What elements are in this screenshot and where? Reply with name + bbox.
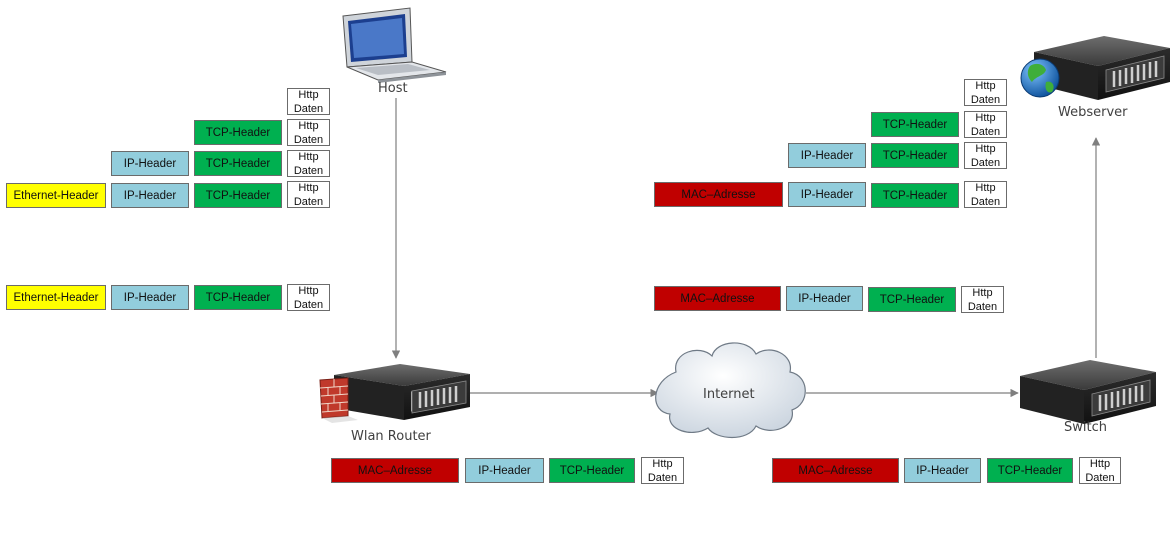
webserver-icon — [1020, 36, 1170, 100]
tcp-header-box: TCP-Header — [549, 458, 635, 483]
ip-header-box: IP-Header — [111, 183, 189, 208]
tcp-header-box: TCP-Header — [871, 143, 959, 168]
daten-line: Daten — [293, 133, 324, 146]
host-label: Host — [378, 81, 408, 96]
switch-label: Switch — [1064, 420, 1107, 435]
ip-header-box: IP-Header — [904, 458, 981, 483]
http-line: Http — [975, 181, 996, 194]
mac-address-box: MAC–Adresse — [654, 182, 783, 207]
http-line: Http — [1089, 457, 1111, 470]
tcp-header-box: TCP-Header — [871, 112, 959, 137]
daten-line: Daten — [293, 298, 324, 311]
tcp-header-box: TCP-Header — [194, 151, 282, 176]
tcp-header-box: TCP-Header — [194, 120, 282, 145]
daten-line: Daten — [967, 300, 998, 313]
http-line: Http — [975, 111, 996, 124]
daten-line: Daten — [1085, 471, 1115, 484]
daten-line: Daten — [293, 164, 324, 177]
http-line: Http — [975, 79, 996, 92]
switch-icon — [1020, 360, 1156, 424]
router-label: Wlan Router — [351, 429, 431, 444]
tcp-header-box: TCP-Header — [194, 285, 282, 310]
mac-address-box: MAC–Adresse — [654, 286, 781, 311]
mac-address-box: MAC–Adresse — [772, 458, 899, 483]
laptop-icon — [342, 7, 447, 83]
http-line: Http — [298, 284, 319, 297]
daten-line: Daten — [970, 156, 1001, 169]
ip-header-box: IP-Header — [111, 285, 189, 310]
ethernet-header-box: Ethernet-Header — [6, 183, 106, 208]
ethernet-header-box: Ethernet-Header — [6, 285, 106, 310]
cloud-icon — [655, 342, 806, 438]
tcp-header-box: TCP-Header — [987, 458, 1073, 483]
daten-line: Daten — [647, 471, 678, 484]
internet-label: Internet — [703, 387, 755, 402]
daten-line: Daten — [970, 93, 1001, 106]
daten-line: Daten — [970, 195, 1001, 208]
http-line: Http — [975, 142, 996, 155]
http-line: Http — [652, 457, 673, 470]
firewall-icon — [319, 377, 358, 423]
ip-header-box: IP-Header — [111, 151, 189, 176]
daten-line: Daten — [293, 195, 324, 208]
tcp-header-box: TCP-Header — [871, 183, 959, 208]
router-icon — [319, 364, 470, 423]
ip-header-box: IP-Header — [788, 143, 866, 168]
tcp-header-box: TCP-Header — [194, 183, 282, 208]
ip-header-box: IP-Header — [465, 458, 544, 483]
mac-address-box: MAC–Adresse — [331, 458, 459, 483]
tcp-header-box: TCP-Header — [868, 287, 956, 312]
http-line: Http — [298, 181, 319, 194]
daten-line: Daten — [293, 102, 324, 115]
http-line: Http — [298, 119, 319, 132]
globe-icon — [1020, 58, 1060, 98]
http-line: Http — [972, 286, 993, 299]
http-line: Http — [298, 150, 319, 163]
http-line: Http — [298, 88, 319, 101]
ip-header-box: IP-Header — [786, 286, 863, 311]
ip-header-box: IP-Header — [788, 182, 866, 207]
webserver-label: Webserver — [1058, 105, 1128, 120]
daten-line: Daten — [970, 125, 1001, 138]
